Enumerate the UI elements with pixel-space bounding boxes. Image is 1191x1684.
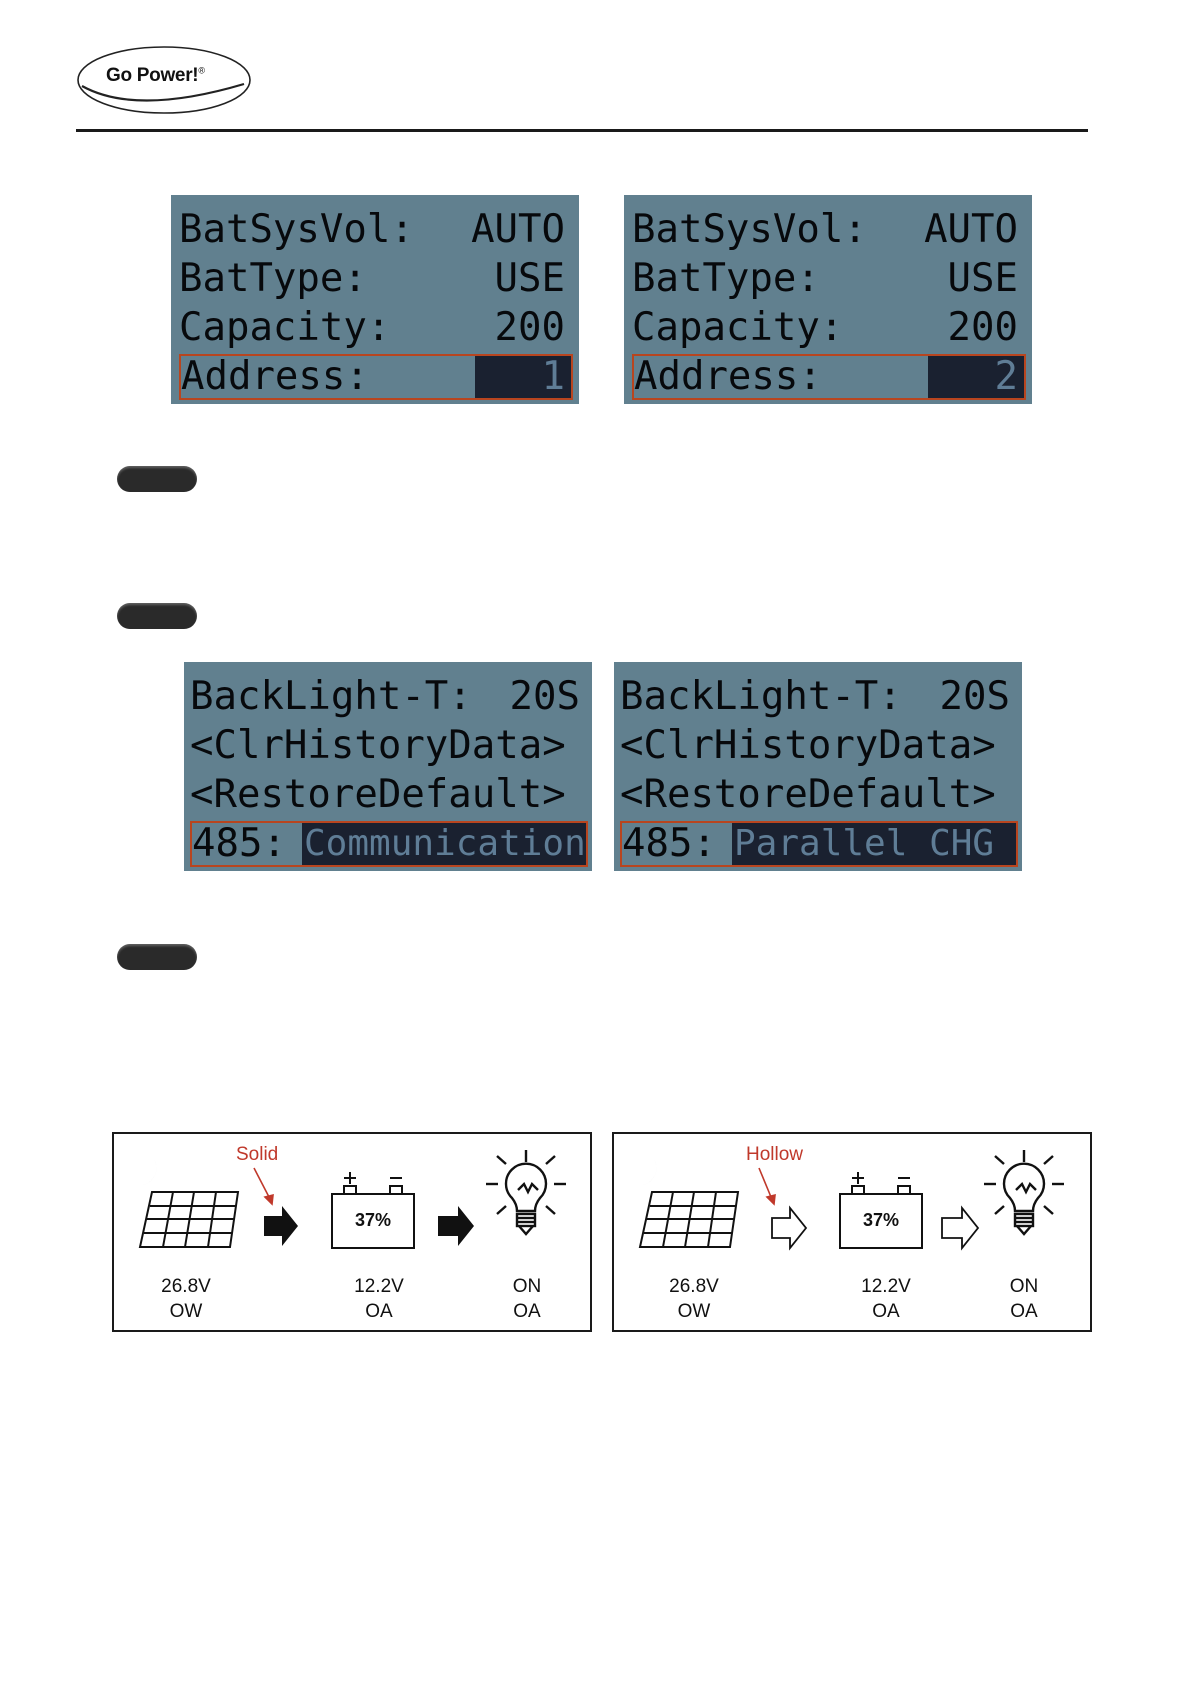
lcd-485-parallel: BackLight-T:20S <ClrHistoryData> <Restor… xyxy=(614,662,1022,871)
lcd-row: BatSysVol:AUTO xyxy=(632,207,1018,252)
lcd-battery-address-2: BatSysVol:AUTO BatType:USE Capacity:200 … xyxy=(624,195,1032,404)
flow-tag-label: Solid xyxy=(236,1144,279,1165)
tag-pointer-arrow xyxy=(758,1167,776,1206)
lcd-row-selected: 485:Communication xyxy=(190,821,588,867)
lcd-row-selected: Address:2 xyxy=(632,354,1026,400)
mode-485-value: Communication xyxy=(302,823,586,865)
address-value: 1 xyxy=(475,356,571,398)
section-marker-pill xyxy=(117,603,197,629)
battery-icon xyxy=(331,1172,415,1249)
tag-pointer-arrow xyxy=(253,1167,274,1206)
battery-percent: 37% xyxy=(354,1210,392,1230)
logo-swoosh-icon xyxy=(77,46,251,114)
solar-panel-icon xyxy=(138,1191,240,1248)
lcd-row: <ClrHistoryData> xyxy=(190,723,566,768)
lcd-row: <ClrHistoryData> xyxy=(620,723,996,768)
address-value: 2 xyxy=(928,356,1024,398)
go-power-logo: Go Power!® xyxy=(76,44,256,116)
battery-icon xyxy=(839,1172,923,1249)
section-marker-pill xyxy=(117,466,197,492)
solid-arrow-icon xyxy=(264,1206,298,1246)
lcd-row-selected: 485:Parallel CHG xyxy=(620,821,1018,867)
lcd-row: BatType:USE xyxy=(179,256,565,301)
solar-panel-icon xyxy=(638,1191,740,1248)
logo-text: Go Power!® xyxy=(106,65,205,86)
hollow-arrow-icon xyxy=(941,1205,980,1251)
lcd-row: Capacity:200 xyxy=(179,305,565,350)
lcd-row: <RestoreDefault> xyxy=(620,772,996,817)
lcd-row: BatSysVol:AUTO xyxy=(179,207,565,252)
lcd-row: Capacity:200 xyxy=(632,305,1018,350)
lcd-battery-address-1: BatSysVol:AUTO BatType:USE Capacity:200 … xyxy=(171,195,579,404)
solid-arrow-icon xyxy=(438,1206,474,1246)
mode-485-value: Parallel CHG xyxy=(732,823,1016,865)
lcd-row: BatType:USE xyxy=(632,256,1018,301)
hollow-arrow-icon xyxy=(771,1205,808,1251)
lcd-row: BackLight-T:20S xyxy=(620,674,1010,719)
lcd-row: <RestoreDefault> xyxy=(190,772,566,817)
lcd-row-selected: Address:1 xyxy=(179,354,573,400)
flow-tag-label: Hollow xyxy=(746,1144,804,1165)
bulb-icon xyxy=(984,1150,1064,1236)
header-rule xyxy=(76,129,1088,132)
moon-icon xyxy=(124,1159,157,1186)
bulb-icon xyxy=(486,1150,566,1236)
lcd-row: BackLight-T:20S xyxy=(190,674,580,719)
battery-percent: 37% xyxy=(862,1210,900,1230)
section-marker-pill xyxy=(117,944,197,970)
moon-icon xyxy=(624,1159,657,1186)
lcd-485-communication: BackLight-T:20S <ClrHistoryData> <Restor… xyxy=(184,662,592,871)
